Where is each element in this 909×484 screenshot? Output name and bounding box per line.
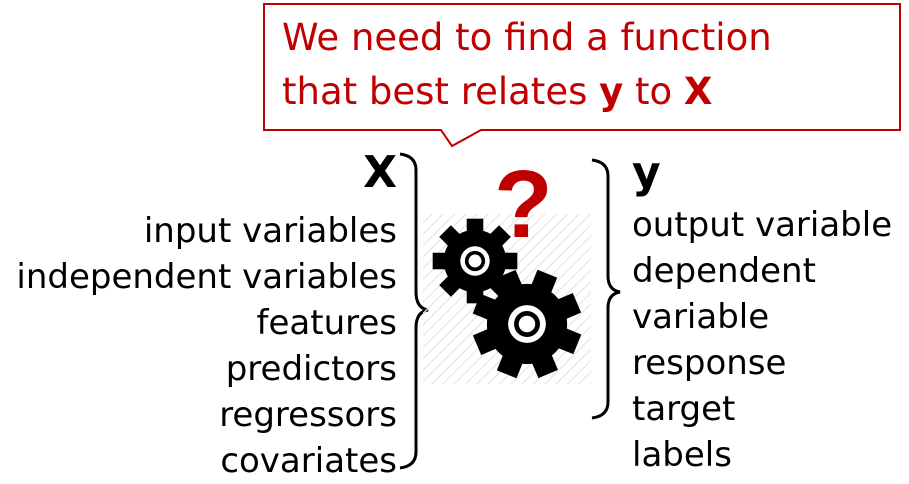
y-synonym-item: dependent: [632, 251, 816, 291]
callout-y-symbol: y: [599, 70, 624, 113]
x-title: X: [363, 147, 397, 198]
question-mark-icon: ?: [494, 151, 553, 258]
x-synonym-item: covariates: [220, 441, 397, 481]
y-synonym-item: output variable: [632, 205, 893, 245]
x-synonym-item: regressors: [219, 395, 397, 435]
y-title: y: [632, 147, 661, 198]
y-synonym-item: variable: [632, 297, 770, 337]
x-synonym-item: predictors: [225, 349, 397, 389]
y-synonym-item: response: [632, 343, 787, 383]
callout-line-1: We need to find a function: [282, 16, 772, 59]
y-synonym-list: output variable dependent variable respo…: [632, 202, 892, 478]
x-synonym-item: features: [256, 303, 397, 343]
x-synonym-item: independent variables: [16, 257, 397, 297]
y-synonym-item: labels: [632, 435, 732, 475]
callout-box: [263, 3, 901, 148]
callout-text-part: that best relates: [282, 70, 600, 113]
x-synonym-list: input variables independent variables fe…: [16, 208, 397, 484]
x-synonym-item: input variables: [143, 211, 397, 251]
callout-line-2: that best relates y to X: [282, 70, 712, 114]
right-brace: [591, 158, 621, 420]
y-synonym-item: target: [632, 389, 736, 429]
callout-x-symbol: X: [683, 70, 713, 113]
callout-text-part: to: [623, 70, 684, 113]
